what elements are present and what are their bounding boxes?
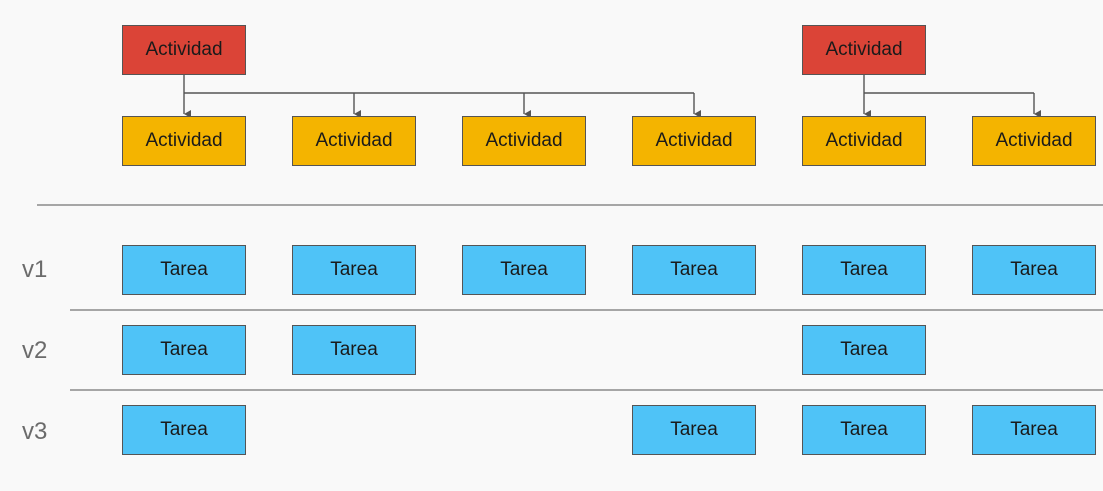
task-label: Tarea	[840, 259, 888, 280]
child-activity-label: Actividad	[145, 130, 223, 151]
child-activity-box[interactable]: Actividad	[632, 116, 756, 166]
task-label: Tarea	[330, 339, 378, 360]
task-box[interactable]: Tarea	[292, 325, 416, 375]
version-label-v2: v2	[22, 337, 48, 364]
parent-activity-box[interactable]: Actividad	[802, 25, 926, 75]
task-box[interactable]: Tarea	[632, 245, 756, 295]
version-divider	[70, 309, 1103, 311]
task-box[interactable]: Tarea	[122, 405, 246, 455]
task-box[interactable]: Tarea	[122, 325, 246, 375]
task-box[interactable]: Tarea	[122, 245, 246, 295]
version-label-v1: v1	[22, 256, 48, 283]
parent-activity-label: Actividad	[145, 39, 223, 60]
child-activity-label: Actividad	[655, 130, 733, 151]
child-activity-label: Actividad	[825, 130, 903, 151]
task-label: Tarea	[330, 259, 378, 280]
task-label: Tarea	[840, 339, 888, 360]
task-label: Tarea	[160, 419, 208, 440]
task-box[interactable]: Tarea	[462, 245, 586, 295]
task-box[interactable]: Tarea	[632, 405, 756, 455]
version-divider	[70, 389, 1103, 391]
task-box[interactable]: Tarea	[802, 245, 926, 295]
child-activity-label: Actividad	[995, 130, 1073, 151]
task-label: Tarea	[670, 259, 718, 280]
version-label-v3: v3	[22, 418, 48, 445]
task-label: Tarea	[160, 259, 208, 280]
section-divider	[37, 204, 1103, 206]
task-label: Tarea	[160, 339, 208, 360]
task-label: Tarea	[500, 259, 548, 280]
child-activity-box[interactable]: Actividad	[802, 116, 926, 166]
task-label: Tarea	[1010, 259, 1058, 280]
child-activity-box[interactable]: Actividad	[462, 116, 586, 166]
child-activity-label: Actividad	[315, 130, 393, 151]
parent-activity-box[interactable]: Actividad	[122, 25, 246, 75]
task-label: Tarea	[1010, 419, 1058, 440]
child-activity-box[interactable]: Actividad	[972, 116, 1096, 166]
task-box[interactable]: Tarea	[802, 405, 926, 455]
child-activity-label: Actividad	[485, 130, 563, 151]
task-box[interactable]: Tarea	[972, 245, 1096, 295]
child-activity-box[interactable]: Actividad	[122, 116, 246, 166]
task-label: Tarea	[670, 419, 718, 440]
child-activity-box[interactable]: Actividad	[292, 116, 416, 166]
task-box[interactable]: Tarea	[802, 325, 926, 375]
task-label: Tarea	[840, 419, 888, 440]
task-box[interactable]: Tarea	[972, 405, 1096, 455]
parent-activity-label: Actividad	[825, 39, 903, 60]
task-box[interactable]: Tarea	[292, 245, 416, 295]
